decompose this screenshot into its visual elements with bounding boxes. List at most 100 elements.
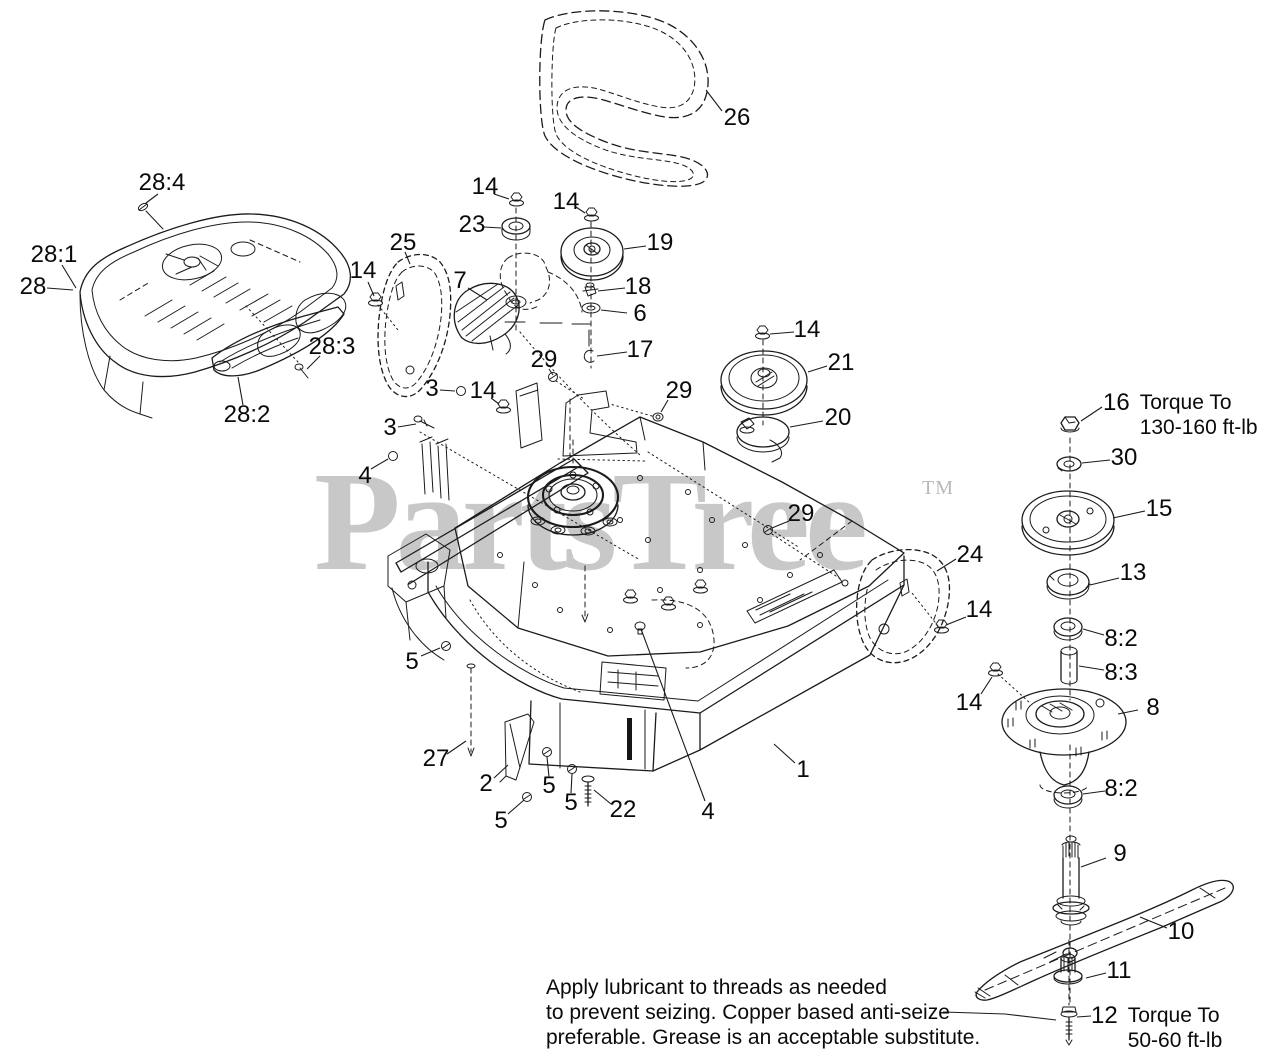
part-callout-2: 2 xyxy=(479,770,493,797)
nut-14 xyxy=(755,325,770,340)
torque-low-line2: 50-60 ft-lb xyxy=(1127,1029,1223,1052)
leader-line xyxy=(661,400,668,412)
bolt-22 xyxy=(582,776,594,806)
nut-14 xyxy=(496,399,511,414)
bolt-28-3 xyxy=(246,306,308,378)
guard-24 xyxy=(857,550,1030,703)
part-callout-1: 1 xyxy=(796,756,810,783)
belt-guide-20 xyxy=(737,417,789,462)
part-callout-28-2: 28:2 xyxy=(223,401,271,428)
leader-line xyxy=(307,356,320,369)
part-callout-28-1: 28:1 xyxy=(30,241,78,268)
part-callout-21: 21 xyxy=(827,349,855,376)
blade-nut-11 xyxy=(1054,954,1082,984)
bearing-8-2-lower xyxy=(1054,786,1082,808)
grommet-29 xyxy=(653,413,663,421)
leader-line xyxy=(440,390,455,391)
clip-17 xyxy=(584,330,594,362)
leader-line xyxy=(62,265,76,288)
part-callout-8-2: 8:2 xyxy=(1104,625,1138,652)
leader-line xyxy=(494,194,509,199)
bearing-8-2-upper xyxy=(1054,618,1082,640)
part-callout-6: 6 xyxy=(633,300,647,327)
clip-28-4 xyxy=(137,202,163,229)
leader-line xyxy=(1083,791,1105,794)
nut-14 xyxy=(509,192,524,207)
pin-27 xyxy=(467,664,475,756)
spindle-column xyxy=(975,417,1233,1045)
pulley-15 xyxy=(1022,491,1114,555)
part-callout-25: 25 xyxy=(389,229,417,256)
part-callout-10: 10 xyxy=(1167,918,1195,945)
deck-holes xyxy=(498,476,849,633)
part-callout-14: 14 xyxy=(965,596,993,623)
nut-14 xyxy=(368,292,383,307)
part-callout-5: 5 xyxy=(564,789,578,816)
part-callout-27: 27 xyxy=(422,745,450,772)
leader-line xyxy=(943,1012,1056,1020)
leader-line xyxy=(405,252,410,264)
torque-low-line1: Torque To xyxy=(1127,1004,1220,1027)
sleeve-8-3 xyxy=(1061,647,1077,684)
leader-line xyxy=(937,559,956,571)
part-callout-28: 28 xyxy=(19,273,47,300)
part-callout-18: 18 xyxy=(624,273,652,300)
nut-14 xyxy=(988,662,1003,677)
part-callout-5: 5 xyxy=(494,807,508,834)
part-callout-26: 26 xyxy=(723,104,751,131)
part-callout-24: 24 xyxy=(956,541,984,568)
leader-line xyxy=(547,757,549,777)
torque-note-high: 16 Torque To 130-160 ft-lb xyxy=(1103,390,1258,440)
leader-line xyxy=(371,459,388,469)
part-callout-11: 11 xyxy=(1106,957,1132,984)
part-callout-4: 4 xyxy=(358,462,372,489)
washer-23 xyxy=(502,218,530,240)
part-callout-8: 8 xyxy=(1146,694,1160,721)
nut-16 xyxy=(1061,417,1079,432)
leader-line xyxy=(1079,666,1104,670)
leader-line xyxy=(601,310,627,313)
leader-line xyxy=(706,90,722,111)
idler-group xyxy=(454,192,623,368)
baffle-28-2 xyxy=(212,307,344,376)
leader-line xyxy=(770,332,794,334)
leader-line xyxy=(491,398,499,404)
part-callout-12: 12 xyxy=(1091,1002,1118,1029)
leader-line xyxy=(641,629,705,801)
leader-line xyxy=(790,421,823,427)
leader-line xyxy=(421,648,440,656)
leader-line xyxy=(772,521,789,528)
part-callout-13: 13 xyxy=(1119,559,1147,586)
part-callout-30: 30 xyxy=(1110,444,1138,471)
leader-line xyxy=(484,227,501,228)
part-callout-28-3: 28:3 xyxy=(308,333,356,360)
part-callout-3: 3 xyxy=(425,375,439,402)
leader-line xyxy=(447,741,466,754)
leader-line xyxy=(594,790,611,804)
bolt-3 xyxy=(414,416,434,428)
leader-line xyxy=(774,744,795,763)
leader-line xyxy=(1140,917,1167,928)
watermark-tm: TM xyxy=(922,477,954,499)
leader-line xyxy=(494,765,508,778)
torque-high-line1: Torque To xyxy=(1139,391,1232,414)
part-callout-7: 7 xyxy=(453,267,467,294)
deck-spindle-pulley xyxy=(528,440,618,535)
leader-line xyxy=(1081,858,1106,867)
leader-line xyxy=(1086,973,1106,978)
part-callout-14: 14 xyxy=(471,173,499,200)
part-callout-8-2: 8:2 xyxy=(1104,775,1138,802)
part-callout-23: 23 xyxy=(458,211,486,238)
part-callout-19: 19 xyxy=(646,229,674,256)
part-callout-5: 5 xyxy=(542,772,556,799)
washer-4 xyxy=(389,452,398,461)
washer-6 xyxy=(582,303,600,313)
washer-3 xyxy=(457,387,466,396)
nut-14 xyxy=(584,207,599,222)
part-callout-14: 14 xyxy=(469,377,497,404)
shaft-9 xyxy=(1053,836,1089,925)
lubricant-line3: preferable. Grease is an acceptable subs… xyxy=(546,1026,981,1049)
pulley-19 xyxy=(561,228,623,280)
leader-line xyxy=(1081,407,1102,421)
